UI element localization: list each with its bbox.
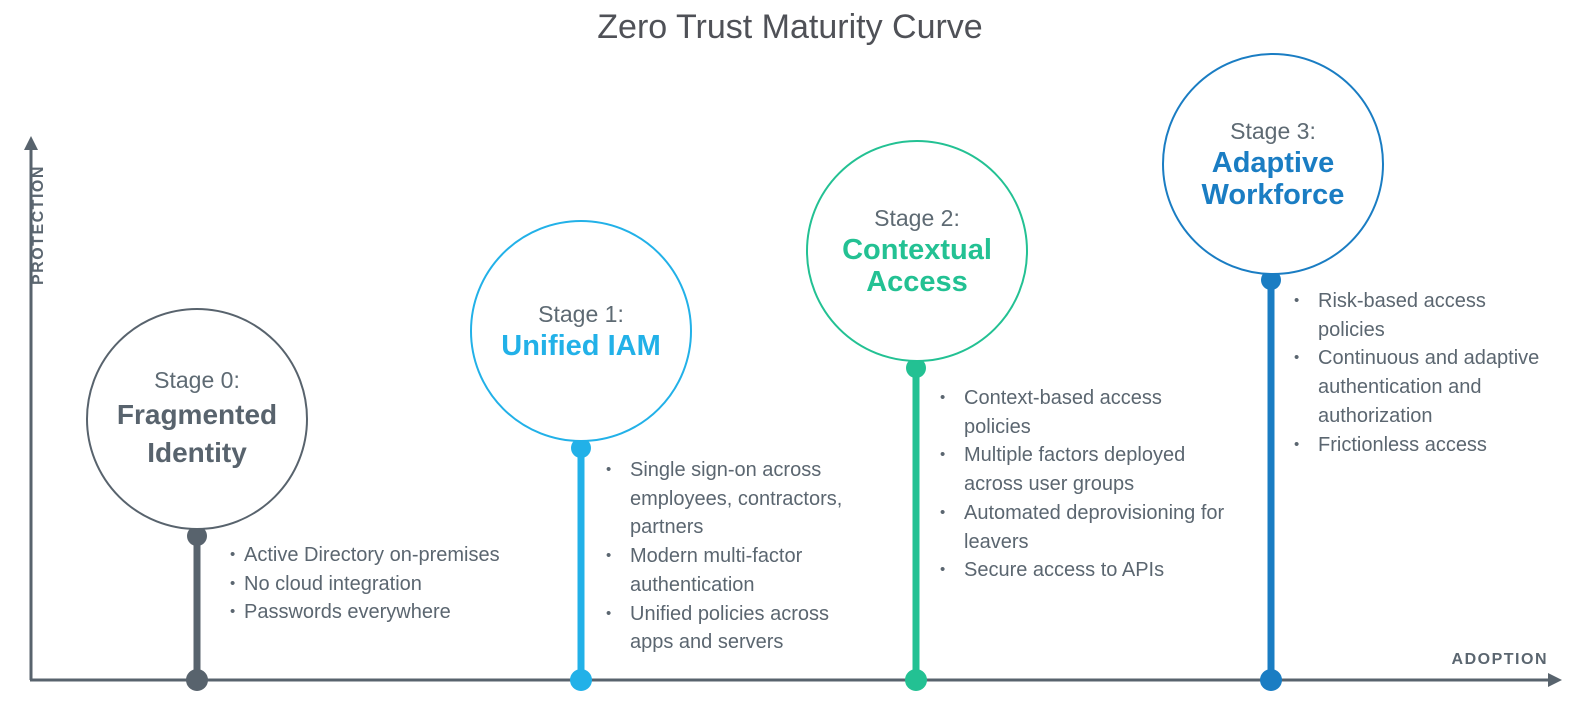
- list-item: Risk-based access policies: [1290, 287, 1558, 344]
- stage-1-axis-node: [570, 669, 592, 691]
- stage-0-axis-node: [186, 669, 208, 691]
- list-item: Passwords everywhere: [230, 598, 550, 627]
- stage-2-name: Contextual Access: [842, 233, 992, 298]
- stage-3-circle: Stage 3: Adaptive Workforce: [1162, 53, 1384, 275]
- x-axis-label: ADOPTION: [1451, 651, 1548, 668]
- stage-3-top-node: [1261, 270, 1281, 290]
- stage-2-circle: Stage 2: Contextual Access: [806, 140, 1028, 362]
- stage-2-axis-node: [905, 669, 927, 691]
- stage-1-number: Stage 1:: [538, 300, 624, 327]
- stage-0-bullets: Active Directory on-premises No cloud in…: [230, 541, 550, 627]
- list-item: Frictionless access: [1290, 431, 1558, 460]
- stage-0-top-node: [187, 526, 207, 546]
- stage-1-top-node: [571, 438, 591, 458]
- x-axis-arrow: [1548, 673, 1562, 687]
- list-item: Single sign-on across employees, contrac…: [602, 456, 872, 542]
- stage-2-bullets: Context-based access policies Multiple f…: [936, 384, 1226, 585]
- list-item: No cloud integration: [230, 570, 550, 599]
- list-item: Context-based access policies: [936, 384, 1226, 441]
- stage-3-bullets: Risk-based access policies Continuous an…: [1290, 287, 1558, 459]
- y-axis-arrow: [24, 136, 38, 150]
- stage-3-name: Adaptive Workforce: [1201, 146, 1345, 211]
- y-axis-label: PROTECTION: [30, 165, 47, 285]
- stage-0-number: Stage 0:: [154, 366, 240, 393]
- diagram-title: Zero Trust Maturity Curve: [597, 8, 983, 46]
- stage-1-circle: Stage 1: Unified IAM: [470, 220, 692, 442]
- stage-3-number: Stage 3:: [1230, 117, 1316, 144]
- list-item: Secure access to APIs: [936, 556, 1226, 585]
- list-item: Continuous and adaptive authentication a…: [1290, 344, 1558, 430]
- list-item: Multiple factors deployed across user gr…: [936, 441, 1226, 498]
- list-item: Unified policies across apps and servers: [602, 600, 872, 657]
- stage-3-axis-node: [1260, 669, 1282, 691]
- list-item: Automated deprovisioning for leavers: [936, 499, 1226, 556]
- stage-0-circle: Stage 0: Fragmented Identity: [86, 308, 308, 530]
- stage-1-bullets: Single sign-on across employees, contrac…: [602, 456, 872, 657]
- stage-1-name: Unified IAM: [501, 329, 661, 362]
- list-item: Active Directory on-premises: [230, 541, 550, 570]
- stage-0-name: Fragmented Identity: [116, 398, 278, 468]
- stage-2-top-node: [906, 358, 926, 378]
- list-item: Modern multi-factor authentication: [602, 542, 872, 599]
- stage-2-number: Stage 2:: [874, 204, 960, 231]
